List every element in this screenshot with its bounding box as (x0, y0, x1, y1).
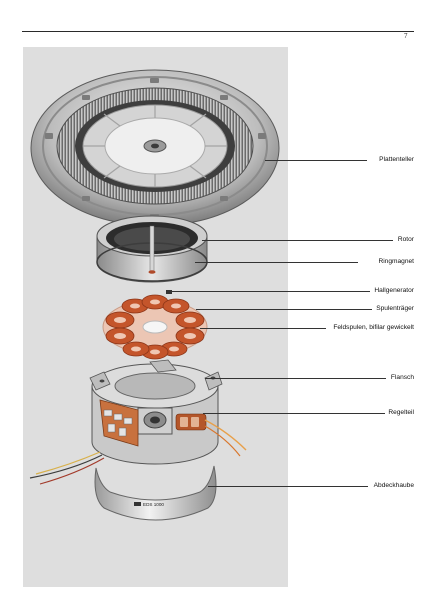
header-rule (22, 31, 414, 32)
callout-rotor: Rotor (397, 236, 414, 243)
callout-feldspulen: Feldspulen, bifilar gewickelt (333, 324, 414, 331)
page-number: 7 (404, 32, 408, 40)
callout-spulentraeger: Spulenträger (376, 305, 414, 312)
platter-part (30, 69, 280, 227)
hallgenerator-leader (172, 291, 370, 292)
control-board-part (29, 399, 247, 485)
callout-regelteil: Regelteil (388, 409, 414, 416)
callout-ringmagnet: Ringmagnet (378, 258, 414, 265)
flange-part (89, 359, 223, 465)
feldspulen-leader (200, 328, 326, 329)
coil-carrier-part (102, 290, 208, 360)
rotor-part (96, 215, 208, 283)
flansch-leader (205, 378, 386, 379)
rotor-leader (202, 240, 393, 241)
callout-flansch: Flansch (390, 374, 414, 381)
ringmagnet-leader (195, 262, 358, 263)
cover-model-label: EDS 1000 (143, 502, 164, 507)
callout-hallgenerator: Hallgenerator (374, 287, 414, 294)
abdeckhaube-leader (208, 486, 368, 487)
regelteil-leader (203, 413, 385, 414)
cover-part: EDS 1000 (94, 465, 217, 521)
spulentraeger-leader (196, 309, 372, 310)
plattenteller-leader (265, 160, 367, 161)
callout-plattenteller: Plattenteller (379, 156, 414, 163)
callout-abdeckhaube: Abdeckhaube (373, 482, 414, 489)
